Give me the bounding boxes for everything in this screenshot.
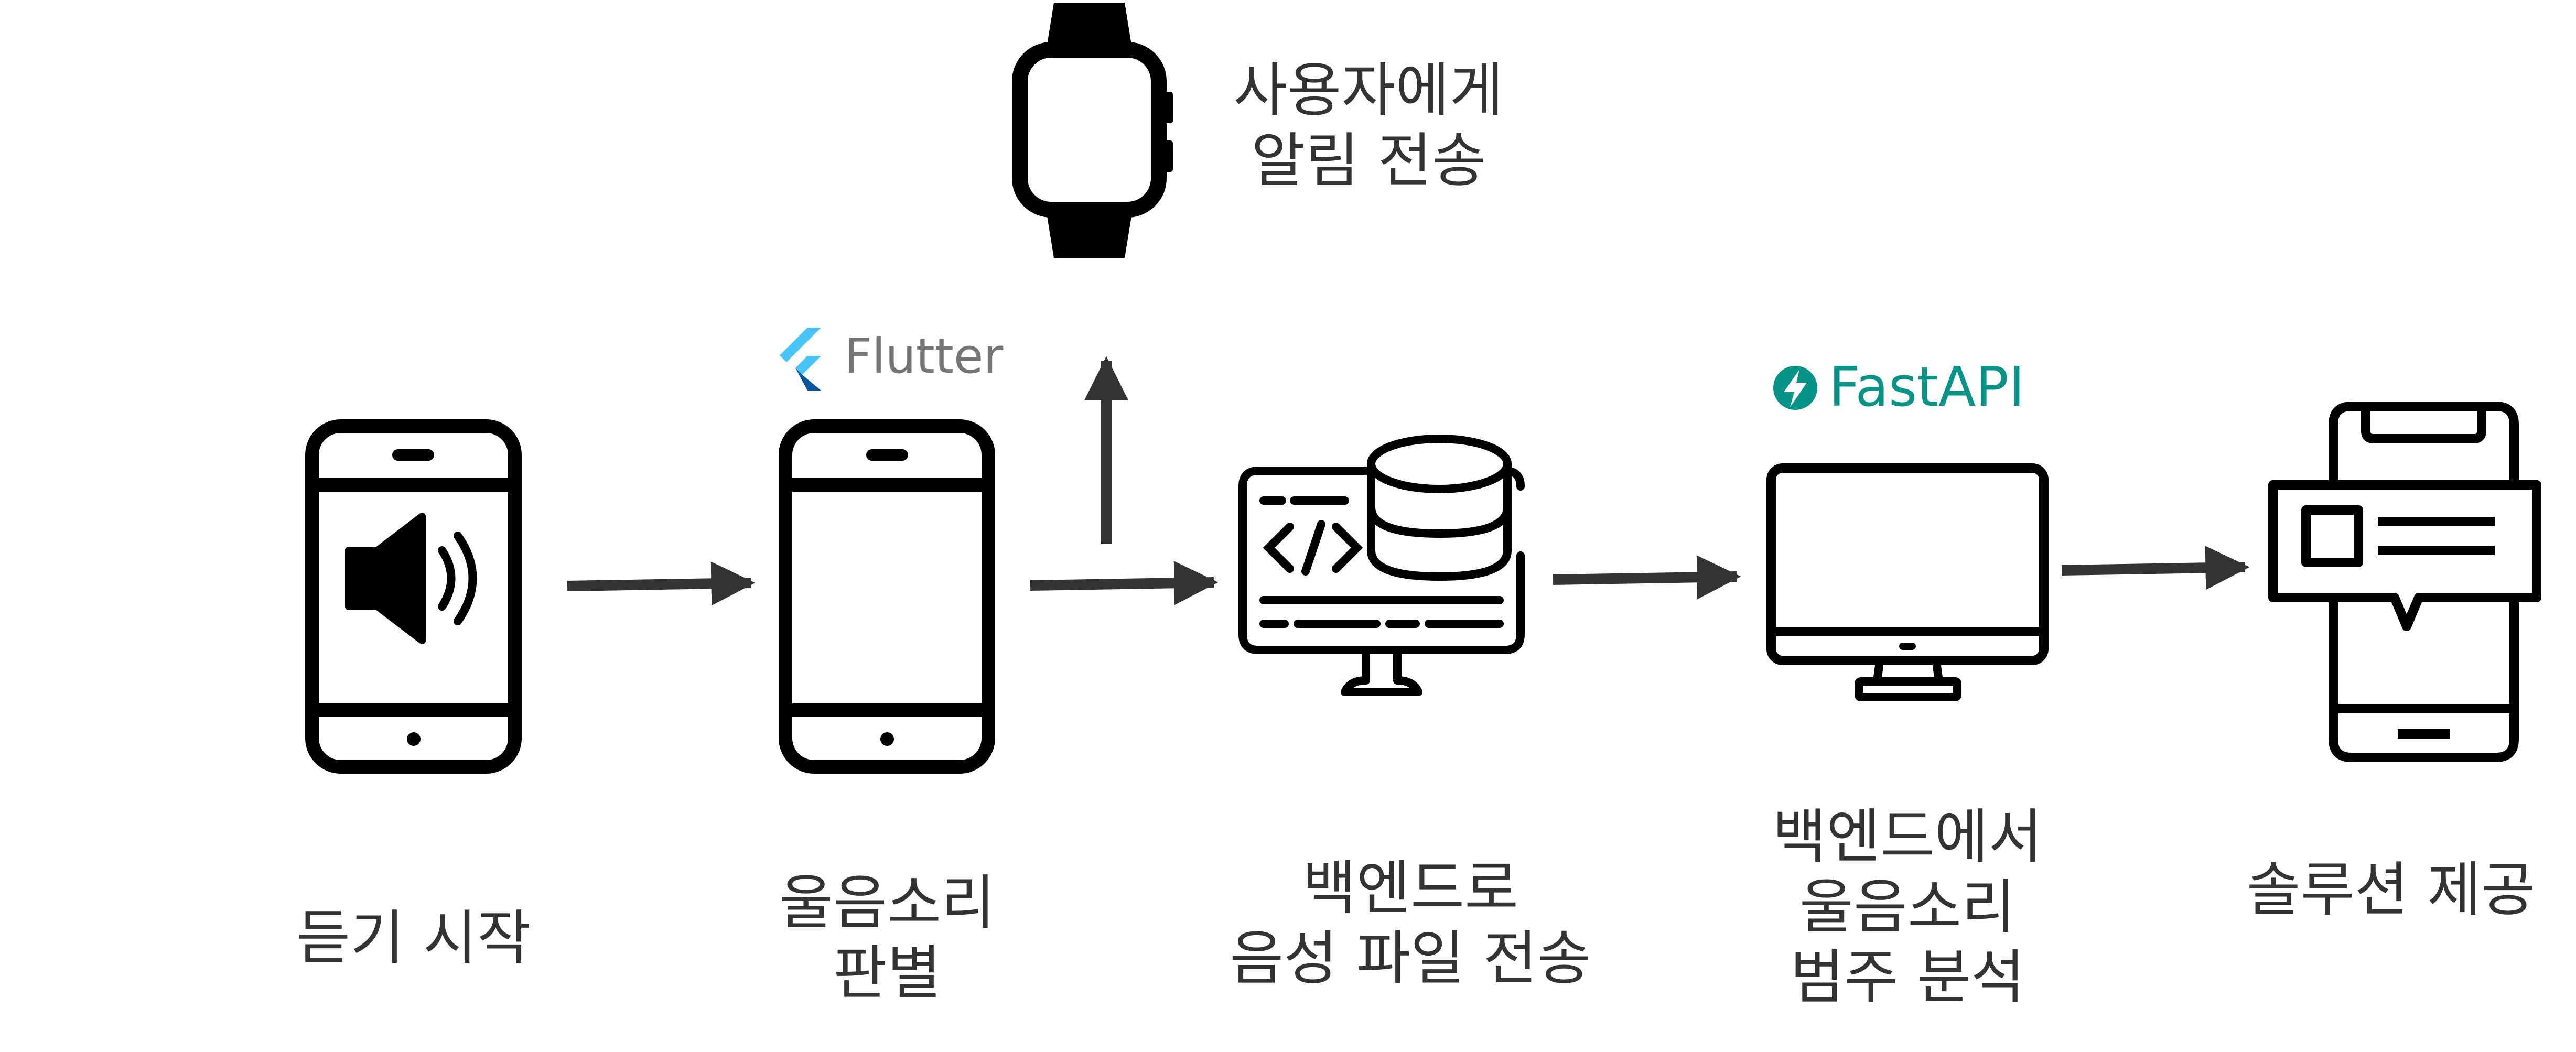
step-label-solution: 솔루션 제공: [2246, 856, 2536, 924]
phone-speaker-icon: [305, 419, 522, 774]
phone-icon: [779, 419, 995, 774]
smartwatch-icon: [1012, 3, 1173, 258]
notify-label: 사용자에게 알림 전송: [1233, 57, 1504, 195]
monitor-code-database-icon: [1238, 435, 1525, 696]
step-label-cry-detect: 울음소리 판별: [779, 869, 996, 1007]
fastapi-label: FastAPI: [1829, 355, 2025, 419]
arrow-2-to-3: [1030, 561, 1219, 605]
step-label-start-listening: 듣기 시작: [296, 904, 531, 972]
arrow-4-to-5: [2061, 546, 2250, 590]
step-label-send-audio: 백엔드로 음성 파일 전송: [1230, 854, 1591, 993]
phone-notification-icon: [2268, 402, 2541, 762]
arrow-1-to-2: [567, 561, 756, 606]
computer-monitor-icon: [1766, 463, 2049, 701]
step-label-analyze: 백엔드에서 울음소리 범주 분석: [1772, 803, 2043, 1012]
flutter-label: Flutter: [844, 328, 1004, 384]
flutter-logo-icon: [780, 328, 821, 391]
arrow-3-to-4: [1553, 555, 1741, 600]
fastapi-logo-icon: [1773, 366, 1817, 410]
